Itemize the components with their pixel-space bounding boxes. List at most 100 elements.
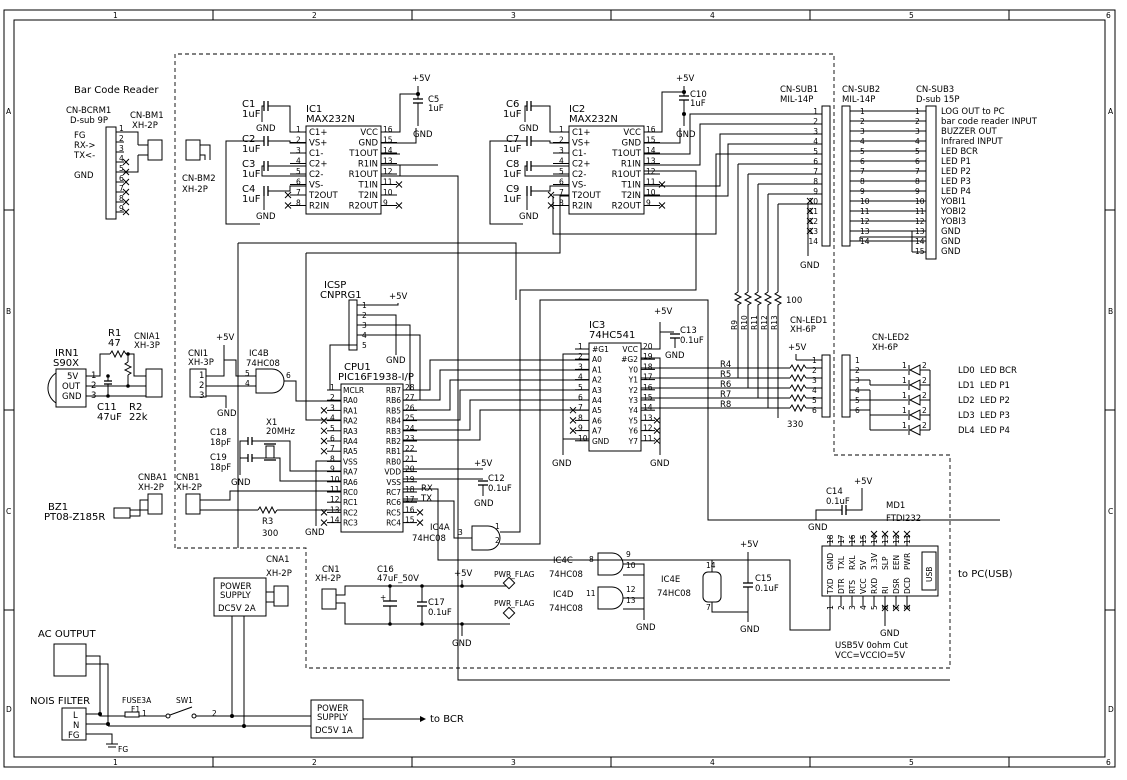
sub1-gnd: GND <box>800 261 820 271</box>
r-led-R7: R7 <box>720 390 731 400</box>
ic1-right-1: GND <box>359 139 379 149</box>
led-pin2-4: 2 <box>922 421 927 430</box>
crystal-section: X1 20MHz C18 18pF C19 18pF GND <box>210 418 341 488</box>
cn-sub-section: CN-SUB1 MIL-14P CN-SUB2 MIL-14P CN-SUB3 … <box>780 85 1038 271</box>
ic3-rpin-4: 16 <box>643 383 653 392</box>
cpu-ref: CPU1 <box>344 362 371 373</box>
led1-pin-4: 4 <box>812 386 817 395</box>
dsub9-pin-6: 6 <box>119 174 124 183</box>
led-pin1-2: 1 <box>902 391 907 400</box>
sub3-signal-11: YOBI2 <box>940 207 966 217</box>
ic1-left-0: C1+ <box>309 128 327 138</box>
ic1-gnd3: GND <box>413 130 433 140</box>
c16-ref: C16 <box>377 565 394 575</box>
xtal-gnd: GND <box>231 478 251 488</box>
c7-val: 1uF <box>503 144 522 155</box>
r3-val: 300 <box>262 529 278 539</box>
fuse-label: FUSE3A <box>122 696 152 705</box>
c13-label: C13 <box>680 326 697 336</box>
ic1-left-7: R2IN <box>309 202 329 212</box>
cpu-right-0: RB7 <box>386 386 401 395</box>
c5-label: C5 <box>428 95 439 105</box>
ic1-rpin-7: 9 <box>383 199 388 208</box>
power-supply-2a <box>213 577 267 617</box>
interconnect-wires <box>209 113 950 681</box>
md1-bot-4: RXD <box>870 578 879 594</box>
md1-ftdi232: C14 0.1uF +5V GND MD1 FTDI232 USB GNDTXD… <box>808 477 1013 661</box>
sub1-pin-14: 14 <box>808 237 818 246</box>
c10-val: 1uF <box>690 99 706 109</box>
cpu-left-9: RA6 <box>343 478 358 487</box>
frame-col-6: 6 <box>1106 11 1111 20</box>
switch-sw1[interactable] <box>169 706 193 716</box>
frame-row-b: B <box>6 307 11 316</box>
ic1-left-5: VS- <box>309 181 323 191</box>
c2-val: 1uF <box>242 144 261 155</box>
led-pin2-1: 2 <box>922 376 927 385</box>
r-top-value: 100 <box>786 296 802 306</box>
mains-section: AC OUTPUT NOIS FILTER L N FG FUSE3A F1 S… <box>30 616 311 754</box>
irn1-ref: IRN1 <box>55 348 79 359</box>
fg-symbol-label: FG <box>118 745 128 754</box>
cn-bcrm1-label: CN-BCRM1 <box>66 106 111 116</box>
ic3-lpin-7: 8 <box>578 413 583 422</box>
icsp-gnd: GND <box>386 356 406 366</box>
pwr-flag-2: PWR_FLAG <box>494 599 535 608</box>
bcr-rx: RX-> <box>74 141 96 151</box>
sub3-signal-12: YOBI3 <box>940 217 966 227</box>
ic3-lpin-0: 1 <box>578 342 583 351</box>
ic3-rpin-0: 20 <box>643 342 653 351</box>
cpu-rpin-13: 15 <box>405 516 415 525</box>
ic3-rpin-9: 11 <box>643 434 653 443</box>
frame-row-a: A <box>6 107 12 116</box>
cn-sub3-type: D-sub 15P <box>916 95 959 105</box>
cn-led1-5v: +5V <box>788 343 807 353</box>
bar-code-reader-section: Bar Code Reader CN-BCRM1 D-sub 9P CN-BM1… <box>66 85 216 220</box>
ic2-lpin-0: 1 <box>559 125 564 134</box>
ic4d-gate <box>597 586 624 610</box>
cpu-lpin-0: 1 <box>330 383 335 392</box>
cpu-right-10: RC7 <box>386 488 401 497</box>
led-pin1-4: 1 <box>902 421 907 430</box>
ic2-gnd1: GND <box>519 124 539 134</box>
bcr-tx: TX<- <box>73 151 95 161</box>
ic1-right-2: T1OUT <box>348 149 379 159</box>
cn-sub2-label: CN-SUB2 <box>842 85 880 95</box>
ps2-l2: SUPPLY <box>317 713 348 723</box>
sub3-signal-13: GND <box>941 227 961 237</box>
ic4e-p7: 7 <box>706 603 711 612</box>
cnia1-label: CNIA1 <box>134 332 160 342</box>
md1-top-5: SLP <box>881 556 890 570</box>
md1-bot-5: RI <box>881 587 890 594</box>
ic1-ref: IC1 <box>306 104 322 115</box>
frame-col-3: 3 <box>511 11 516 20</box>
ic4d-p13: 13 <box>626 596 636 605</box>
cn-led2-body <box>841 354 851 418</box>
cpu-rpin-2: 26 <box>405 403 415 412</box>
cpu-right-4: RB3 <box>386 427 401 436</box>
cna1-connector <box>273 585 289 607</box>
frame-row-c-r: C <box>1108 507 1113 516</box>
ic1-rpin-6: 10 <box>383 188 393 197</box>
cnba1-connector <box>147 493 163 515</box>
ic4b-p6: 6 <box>286 371 291 380</box>
r-led-value: 330 <box>787 420 803 430</box>
cn-led1-label: CN-LED1 <box>790 316 827 326</box>
cni1-label: CNI1 <box>188 349 208 359</box>
ps1-l3: DC5V 2A <box>218 604 256 614</box>
ic2-lpin-6: 7 <box>559 188 564 197</box>
cnia1-connector <box>145 368 163 398</box>
ic1-lpin-1: 2 <box>296 136 301 145</box>
cpu-lpin-4: 5 <box>330 424 335 433</box>
cn-led2-type: XH-6P <box>872 343 898 353</box>
ic4c-ref: IC4C <box>553 556 573 566</box>
ic2-gnd2: GND <box>519 212 539 222</box>
ic3-lpin-2: 3 <box>578 362 583 371</box>
ic4-unused-gates: IC4C 74HC08 8 9 10 IC4D 74HC08 11 12 13 … <box>549 540 779 635</box>
ic2-rpin-5: 11 <box>646 178 656 187</box>
ic2-rpin-0: 16 <box>646 125 656 134</box>
md1-bot-1: DTR <box>837 578 846 594</box>
led-pin1-3: 1 <box>902 406 907 415</box>
led-name-2: LED P2 <box>980 396 1010 406</box>
